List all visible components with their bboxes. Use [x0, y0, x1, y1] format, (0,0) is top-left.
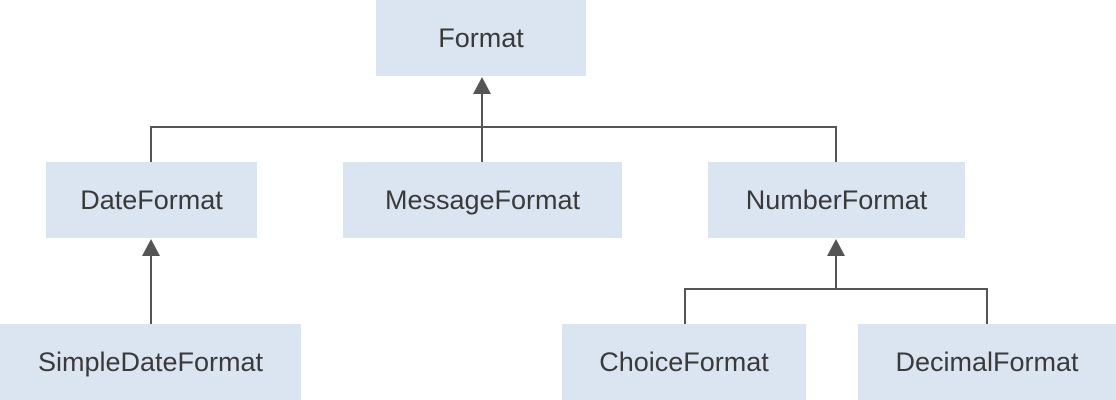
arrowhead-to-numberformat	[827, 239, 845, 256]
decimalformat-node: DecimalFormat	[858, 324, 1116, 400]
choiceformat-node: ChoiceFormat	[562, 324, 806, 400]
arrowhead-to-dateformat	[142, 239, 160, 256]
messageformat-label: MessageFormat	[384, 184, 581, 215]
choiceformat-label: ChoiceFormat	[599, 346, 769, 377]
numberformat-node: NumberFormat	[708, 162, 965, 238]
dateformat-node: DateFormat	[46, 162, 257, 238]
simpledateformat-node: SimpleDateFormat	[0, 324, 301, 400]
numberformat-label: NumberFormat	[745, 184, 928, 215]
arrowhead-to-format	[473, 77, 491, 94]
edge-dateformat-to-format	[150, 126, 837, 162]
messageformat-node: MessageFormat	[343, 162, 622, 238]
format-node: Format	[376, 0, 586, 76]
format-label: Format	[438, 22, 524, 53]
simpledateformat-label: SimpleDateFormat	[37, 346, 264, 377]
edge-choice-decimal-bus	[684, 288, 988, 324]
dateformat-label: DateFormat	[80, 184, 223, 215]
decimalformat-label: DecimalFormat	[895, 346, 1079, 377]
